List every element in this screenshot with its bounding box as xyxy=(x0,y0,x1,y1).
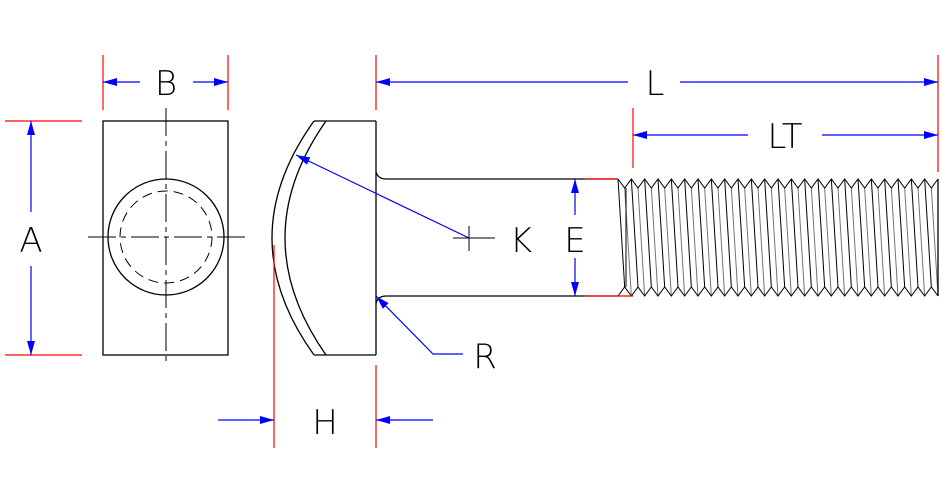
thread-helix-line xyxy=(690,187,699,297)
extension-lines xyxy=(5,55,939,448)
thread-helix-line xyxy=(857,178,866,288)
thread-helix-line xyxy=(850,187,859,297)
thread-helix-line xyxy=(824,187,832,297)
label-r: R xyxy=(473,337,497,377)
thread-helix-line xyxy=(677,187,686,297)
thread-helix-line xyxy=(797,187,806,297)
thread-helix-line xyxy=(664,187,672,297)
side-view xyxy=(271,120,939,356)
thread-helix-line xyxy=(770,187,779,297)
thread-helix-line xyxy=(917,187,926,297)
thread-helix-line xyxy=(704,187,712,297)
head-crown-outer xyxy=(271,120,315,356)
thread-helix-line xyxy=(810,187,819,297)
head-crown-inner xyxy=(284,120,327,356)
label-b: B xyxy=(155,64,177,104)
thread-helix-line xyxy=(830,178,839,288)
thread-helix-line xyxy=(637,187,646,297)
leader-k xyxy=(295,154,470,239)
thread-helix-line xyxy=(777,178,786,288)
shank-top xyxy=(375,171,618,180)
thread-helix-line xyxy=(904,187,912,297)
thread-helix-line xyxy=(784,187,792,297)
thread-helix-line xyxy=(890,187,899,297)
thread-helix-line xyxy=(757,187,766,297)
thread-helix-line xyxy=(644,178,652,288)
thread-helix-line xyxy=(910,178,919,288)
label-e: E xyxy=(564,221,585,261)
label-a: A xyxy=(19,221,42,261)
thread-helix-line xyxy=(717,187,726,297)
shank-bottom xyxy=(375,295,618,304)
thread-helix-line xyxy=(804,178,812,288)
label-k: K xyxy=(510,221,532,261)
thread-helix-line xyxy=(630,178,639,288)
thread-helix-line xyxy=(724,178,732,288)
thread-helix-line xyxy=(730,187,739,297)
thread-helix-line xyxy=(877,187,886,297)
thread-helix-line xyxy=(737,178,746,288)
thread-helix-line xyxy=(744,187,752,297)
thread-helix-line xyxy=(650,187,659,297)
k-center-mark xyxy=(453,226,495,251)
thread-section xyxy=(617,178,939,297)
label-h: H xyxy=(312,403,338,443)
thread-helix-line xyxy=(697,178,706,288)
thread-helix-line xyxy=(657,178,666,288)
end-view xyxy=(88,108,245,362)
dimension-lines xyxy=(27,78,938,424)
thread-helix-line xyxy=(710,178,719,288)
label-l: L xyxy=(646,64,665,104)
thread-helix-line xyxy=(897,178,906,288)
thread-helix-line xyxy=(930,187,939,297)
label-lt: LT xyxy=(767,117,802,157)
thread-helix-line xyxy=(864,187,872,297)
thread-helix-line xyxy=(617,178,626,288)
leader-r xyxy=(375,295,463,355)
thread-helix-line xyxy=(870,178,879,288)
thread-helix-line xyxy=(817,178,826,288)
thread-helix-line xyxy=(884,178,892,288)
thread-helix-line xyxy=(764,178,772,288)
thread-helix-line xyxy=(684,178,692,288)
thread-helix-line xyxy=(750,178,759,288)
thread-helix-line xyxy=(844,178,852,288)
thread-helix-line xyxy=(924,178,932,288)
thread-helix-line xyxy=(837,187,846,297)
thread-helix-line xyxy=(790,178,799,288)
thread-helix-line xyxy=(670,178,679,288)
